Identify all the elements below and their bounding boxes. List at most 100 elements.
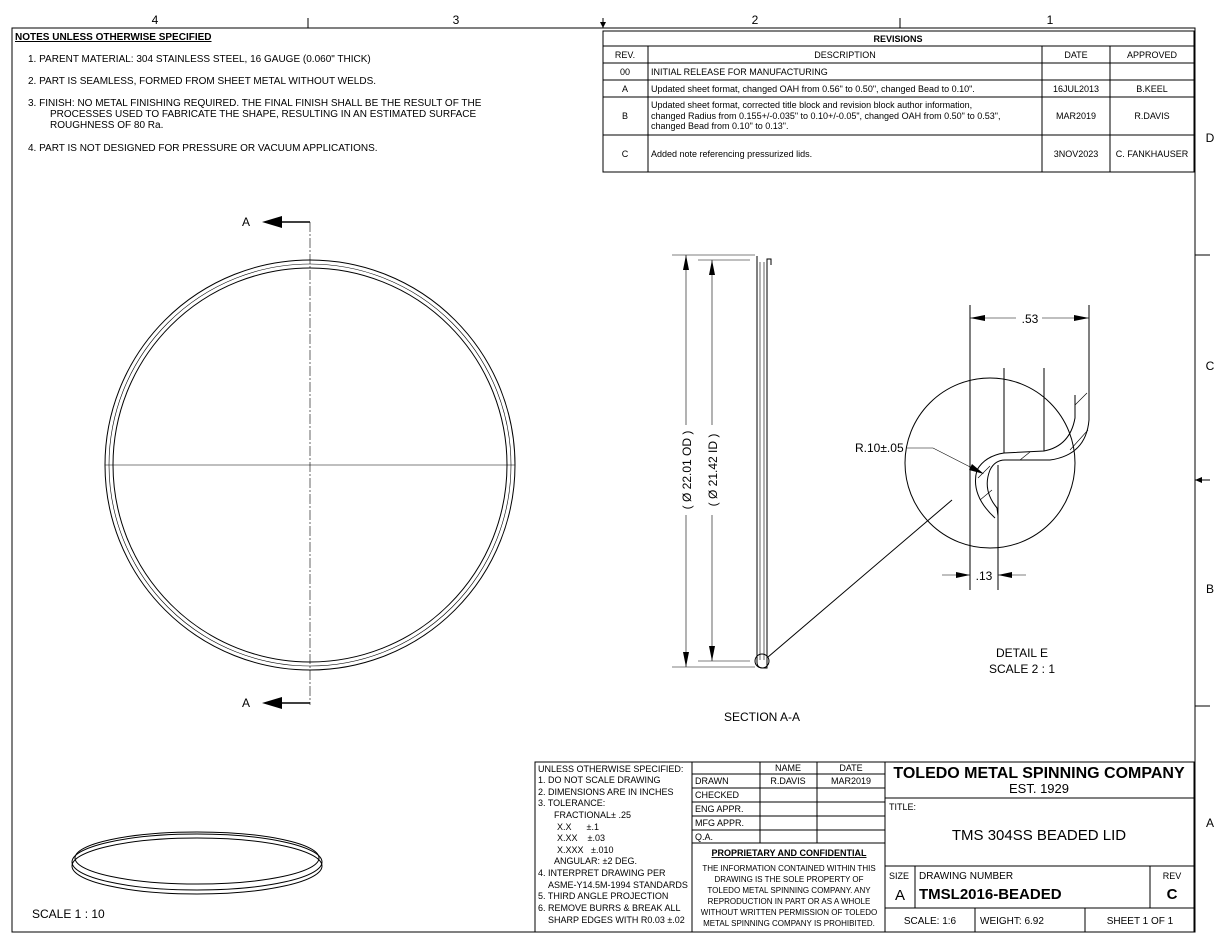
weight-value: WEIGHT: 6.92 [980,916,1044,927]
zone-markers: 4 3 2 1 D C B A [152,13,1215,830]
title-label: TITLE: [889,802,916,812]
svg-text:Updated sheet format, correcte: Updated sheet format, corrected title bl… [651,100,972,110]
description-col-header: DESCRIPTION [814,50,876,60]
approved-col-header: APPROVED [1127,50,1178,60]
bead-dimension: .13 [942,569,1026,583]
detail-leader-line [767,499,953,658]
note-3-cont2: ROUGHNESS OF 80 Ra. [50,120,163,131]
scale-value: SCALE: 1:6 [904,916,957,927]
zone-d: D [1206,131,1215,145]
detail-e-callout [754,653,770,669]
svg-text:A: A [242,696,250,710]
svg-text:C: C [622,149,629,159]
svg-text:UNLESS OTHERWISE SPECIFIED:: UNLESS OTHERWISE SPECIFIED: [538,764,683,774]
title-block: UNLESS OTHERWISE SPECIFIED: 1. DO NOT SC… [534,761,1195,933]
svg-text:ASME-Y14.5M-1994 STANDARDS: ASME-Y14.5M-1994 STANDARDS [548,880,688,890]
revision-row: B Updated sheet format, corrected title … [622,100,1170,131]
note-2: 2. PART IS SEAMLESS, FORMED FROM SHEET M… [28,76,376,87]
svg-text:Added note referencing pressur: Added note referencing pressurized lids. [651,149,812,159]
svg-text:REPRODUCTION IN PART OR AS A W: REPRODUCTION IN PART OR AS A WHOLE [708,897,871,906]
svg-text:X.XX ±.03: X.XX ±.03 [557,833,605,843]
svg-text:SHARP EDGES WITH R0.03 ±.02: SHARP EDGES WITH R0.03 ±.02 [548,915,685,925]
section-view: ( Ø 22.01 OD ) ( Ø 21.42 ID ) SECTION A-… [672,254,953,724]
proprietary-notice: PROPRIETARY AND CONFIDENTIAL THE INFORMA… [701,848,877,928]
height-dimension: .53 [970,311,1089,326]
zone-a: A [1206,816,1214,830]
revisions-title: REVISIONS [873,34,922,44]
zone-c: C [1206,359,1215,373]
size-label: SIZE [889,871,909,881]
svg-text:3. TOLERANCE:: 3. TOLERANCE: [538,798,605,808]
svg-text:DATE: DATE [839,763,862,773]
svg-text:ENG APPR.: ENG APPR. [695,804,744,814]
svg-text:4. INTERPRET DRAWING PER: 4. INTERPRET DRAWING PER [538,868,666,878]
svg-text:FRACTIONAL± .25: FRACTIONAL± .25 [554,810,631,820]
svg-text:B: B [622,111,628,121]
svg-text:( Ø 22.01 OD ): ( Ø 22.01 OD ) [680,431,694,510]
detail-e-view: .53 .13 R.10±.05 DETAIL E SCALE 2 : 1 [855,305,1090,676]
date-col-header: DATE [1064,50,1087,60]
revision-row: 00 INITIAL RELEASE FOR MANUFACTURING [620,67,828,77]
note-1: 1. PARENT MATERIAL: 304 STAINLESS STEEL,… [28,54,371,65]
svg-text:METAL SPINNING COMPANY IS PROH: METAL SPINNING COMPANY IS PROHIBITED. [703,919,875,928]
tolerance-notes: UNLESS OTHERWISE SPECIFIED: 1. DO NOT SC… [538,764,688,925]
svg-text:NAME: NAME [775,763,801,773]
svg-text:.13: .13 [976,569,993,583]
svg-text:WITHOUT WRITTEN PERMISSION OF: WITHOUT WRITTEN PERMISSION OF TOLEDO [701,908,877,917]
svg-text:C. FANKHAUSER: C. FANKHAUSER [1116,149,1189,159]
svg-text:Q.A.: Q.A. [695,832,713,842]
zone-b: B [1206,582,1214,596]
size-value: A [895,887,905,904]
detail-label: DETAIL E [996,646,1048,660]
drawing-title: TMS 304SS BEADED LID [952,827,1126,844]
rev-value: C [1167,886,1178,903]
company-name: TOLEDO METAL SPINNING COMPANY [893,765,1185,782]
svg-text:DRAWN: DRAWN [695,776,729,786]
notes-header: NOTES UNLESS OTHERWISE SPECIFIED [15,32,212,43]
svg-text:X.XXX ±.010: X.XXX ±.010 [557,845,613,855]
svg-text:INITIAL RELEASE FOR MANUFACTUR: INITIAL RELEASE FOR MANUFACTURING [651,67,828,77]
svg-text:Updated sheet format, changed: Updated sheet format, changed OAH from 0… [651,84,975,94]
svg-text:TOLEDO METAL SPINNING COMPANY.: TOLEDO METAL SPINNING COMPANY. ANY [707,886,871,895]
svg-text:00: 00 [620,67,630,77]
front-view: A A [104,215,516,710]
svg-text:THE INFORMATION CONTAINED WITH: THE INFORMATION CONTAINED WITHIN THIS [702,864,875,873]
signoff-table: NAME DATE DRAWN R.DAVIS MAR2019 CHECKED … [692,762,885,844]
svg-text:( Ø 21.42 ID ): ( Ø 21.42 ID ) [706,434,720,507]
drawing-number: TMSL2016-BEADED [919,886,1062,903]
svg-text:1. DO NOT SCALE DRAWING: 1. DO NOT SCALE DRAWING [538,775,661,785]
iso-scale: SCALE 1 : 10 [32,907,105,921]
svg-text:changed Bead from 0.10" to 0.1: changed Bead from 0.10" to 0.13". [651,121,788,131]
svg-text:X.X ±.1: X.X ±.1 [557,822,599,832]
id-dimension: ( Ø 21.42 ID ) [704,260,720,661]
svg-text:MAR2019: MAR2019 [1056,111,1096,121]
svg-text:B.KEEL: B.KEEL [1136,84,1168,94]
section-arrow-top: A [242,215,310,229]
detail-scale: SCALE 2 : 1 [989,662,1055,676]
zone-4: 4 [152,13,159,27]
svg-text:A: A [242,215,250,229]
svg-text:MFG APPR.: MFG APPR. [695,818,744,828]
isometric-view: SCALE 1 : 10 [32,831,323,921]
revisions-table: REVISIONS REV. DESCRIPTION DATE APPROVED… [602,30,1195,173]
svg-text:6. REMOVE BURRS & BREAK ALL: 6. REMOVE BURRS & BREAK ALL [538,903,681,913]
svg-text:3NOV2023: 3NOV2023 [1054,149,1099,159]
drawing-number-label: DRAWING NUMBER [919,871,1013,882]
svg-text:changed Radius from 0.155+/-0.: changed Radius from 0.155+/-0.035" to 0.… [651,111,1001,121]
section-label: SECTION A-A [724,710,800,724]
rev-label: REV [1163,871,1182,881]
svg-text:A: A [622,84,628,94]
zone-2: 2 [752,13,759,27]
svg-text:ANGULAR: ±2 DEG.: ANGULAR: ±2 DEG. [554,856,637,866]
zone-1: 1 [1047,13,1054,27]
revision-row: A Updated sheet format, changed OAH from… [622,84,1168,94]
section-arrow-bottom: A [242,696,310,710]
svg-text:.53: .53 [1022,312,1039,326]
note-3: 3. FINISH: NO METAL FINISHING REQUIRED. … [28,98,482,109]
revision-row: C Added note referencing pressurized lid… [622,149,1189,159]
zone-3: 3 [453,13,460,27]
radius-dimension: R.10±.05 [855,441,984,474]
svg-text:R.DAVIS: R.DAVIS [770,776,805,786]
svg-text:PROPRIETARY AND CONFIDENTIAL: PROPRIETARY AND CONFIDENTIAL [711,848,867,858]
